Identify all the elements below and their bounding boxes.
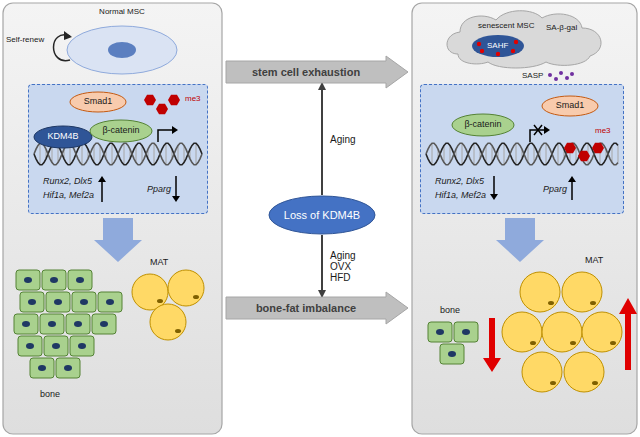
node-text: bone-fat imbalance [256, 302, 356, 314]
chromatin-box: Runx2, Dlx5Hif1a, Mef2a Pparg me3 Smad1KDM4… [28, 84, 208, 214]
node-text: SA-β-gal [546, 24, 577, 33]
senescent-cell-cloud: senescent MSC SA-β-galSAHF SASP [438, 4, 616, 84]
increase-arrow [619, 298, 637, 370]
edge-label: Aging [329, 134, 357, 145]
node-text: SASP [522, 72, 543, 81]
node-text: me3 [595, 127, 611, 136]
tissue-label: MAT [150, 258, 168, 268]
bone-cells [428, 322, 478, 364]
process-arrow: bone-fat imbalance [226, 292, 408, 324]
chromatin-box: Runx2, Dlx5Hif1a, Mef2a Pparg me3 β-catenin… [420, 84, 624, 214]
node-text: Pparg [543, 185, 567, 195]
process-label: Self-renew [6, 36, 44, 45]
process-arrow: stem cell exhaustion [226, 56, 408, 88]
edge-label: Aging OVX HFD [329, 250, 357, 283]
protein-ellipse: β-catenin [89, 119, 153, 143]
node-shape [62, 6, 182, 76]
bone-cells [14, 270, 122, 378]
node-text: senescent MSC [478, 22, 534, 31]
cell-shape: Normal MSC [62, 6, 182, 76]
node-text: Runx2, Dlx5 [43, 177, 92, 187]
node-text: Smad1 [556, 101, 585, 111]
node-text: Runx2, Dlx5 [435, 177, 484, 187]
node-text: Hif1a, Mef2a [43, 191, 94, 201]
connector-arrow [321, 83, 323, 195]
right-panel [412, 3, 637, 434]
protein-ellipse: Smad1 [69, 91, 127, 113]
node-text: Loss of KDM4B [284, 209, 360, 221]
fat-cells [132, 270, 204, 340]
node-text: Normal MSC [62, 8, 182, 17]
node-text: KDM4B [47, 132, 78, 142]
protein-ellipse: β-catenin [451, 113, 515, 137]
connector-arrow [321, 235, 323, 297]
node-text: β-catenin [102, 126, 139, 136]
node-text: me3 [185, 95, 201, 104]
node-text: SAHF [487, 42, 508, 51]
node-text: Hif1a, Mef2a [435, 191, 486, 201]
node-text: β-catenin [464, 120, 501, 130]
block-arrow [94, 218, 142, 262]
fat-cells [502, 272, 622, 392]
protein-ellipse: Smad1 [541, 95, 599, 117]
node-text: Smad1 [84, 97, 113, 107]
tissue-label: bone [40, 390, 60, 400]
left-panel [3, 3, 222, 434]
decrease-arrow [483, 318, 501, 372]
factor-ellipse: Loss of KDM4B [268, 195, 376, 235]
tissue-label: MAT [585, 256, 603, 266]
node-text: Pparg [147, 185, 171, 195]
protein-ellipse: KDM4B [33, 125, 93, 149]
node-text: stem cell exhaustion [252, 66, 360, 78]
tissue-label: bone [440, 306, 460, 316]
block-arrow [496, 218, 544, 262]
